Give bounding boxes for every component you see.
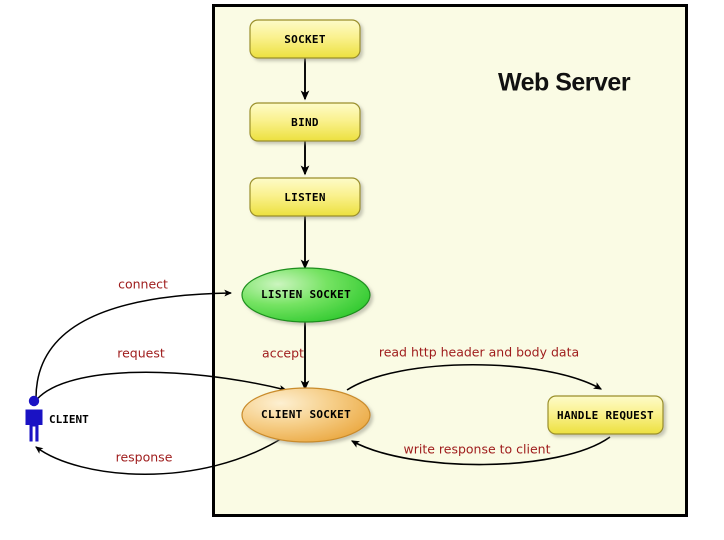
edge-connect: [35, 289, 233, 399]
edge-label-response: response: [116, 450, 173, 465]
node-handle-request[interactable]: HANDLE REQUEST: [547, 395, 664, 435]
listen-socket-ellipse[interactable]: [241, 267, 371, 323]
client-socket-ellipse[interactable]: [241, 387, 371, 443]
node-listen-socket[interactable]: LISTEN SOCKET: [241, 267, 371, 323]
socket-box[interactable]: [249, 19, 361, 59]
node-bind[interactable]: BIND: [249, 102, 361, 142]
handler-connectors: [346, 364, 611, 466]
handle-request-box[interactable]: [547, 395, 664, 435]
handle-request-label: HANDLE REQUEST: [557, 409, 654, 422]
listen-socket-label: LISTEN SOCKET: [261, 288, 351, 301]
node-client[interactable]: CLIENT: [25, 395, 90, 442]
edge-label-accept: accept: [262, 346, 304, 361]
node-socket[interactable]: SOCKET: [249, 19, 361, 59]
bind-label: BIND: [291, 116, 319, 129]
edge-label-write-response: write response to client: [403, 442, 550, 457]
socket-label: SOCKET: [284, 33, 326, 46]
node-client-socket[interactable]: CLIENT SOCKET: [241, 387, 371, 443]
page-title: Web Server: [498, 69, 631, 97]
client-label: CLIENT: [49, 413, 89, 426]
edge-request: [33, 371, 288, 404]
edge-write-response: [350, 436, 611, 466]
person-icon: [25, 395, 43, 442]
listen-label: LISTEN: [284, 191, 326, 204]
edge-label-request: request: [117, 346, 165, 361]
client-server-connectors: [33, 289, 288, 475]
edge-label-read-request: read http header and body data: [379, 345, 579, 360]
edge-response: [35, 436, 285, 475]
listen-box[interactable]: [249, 177, 361, 217]
edge-read-request: [346, 364, 603, 391]
bind-box[interactable]: [249, 102, 361, 142]
node-listen[interactable]: LISTEN: [249, 177, 361, 217]
edge-label-connect: connect: [118, 277, 168, 292]
client-socket-label: CLIENT SOCKET: [261, 408, 351, 421]
